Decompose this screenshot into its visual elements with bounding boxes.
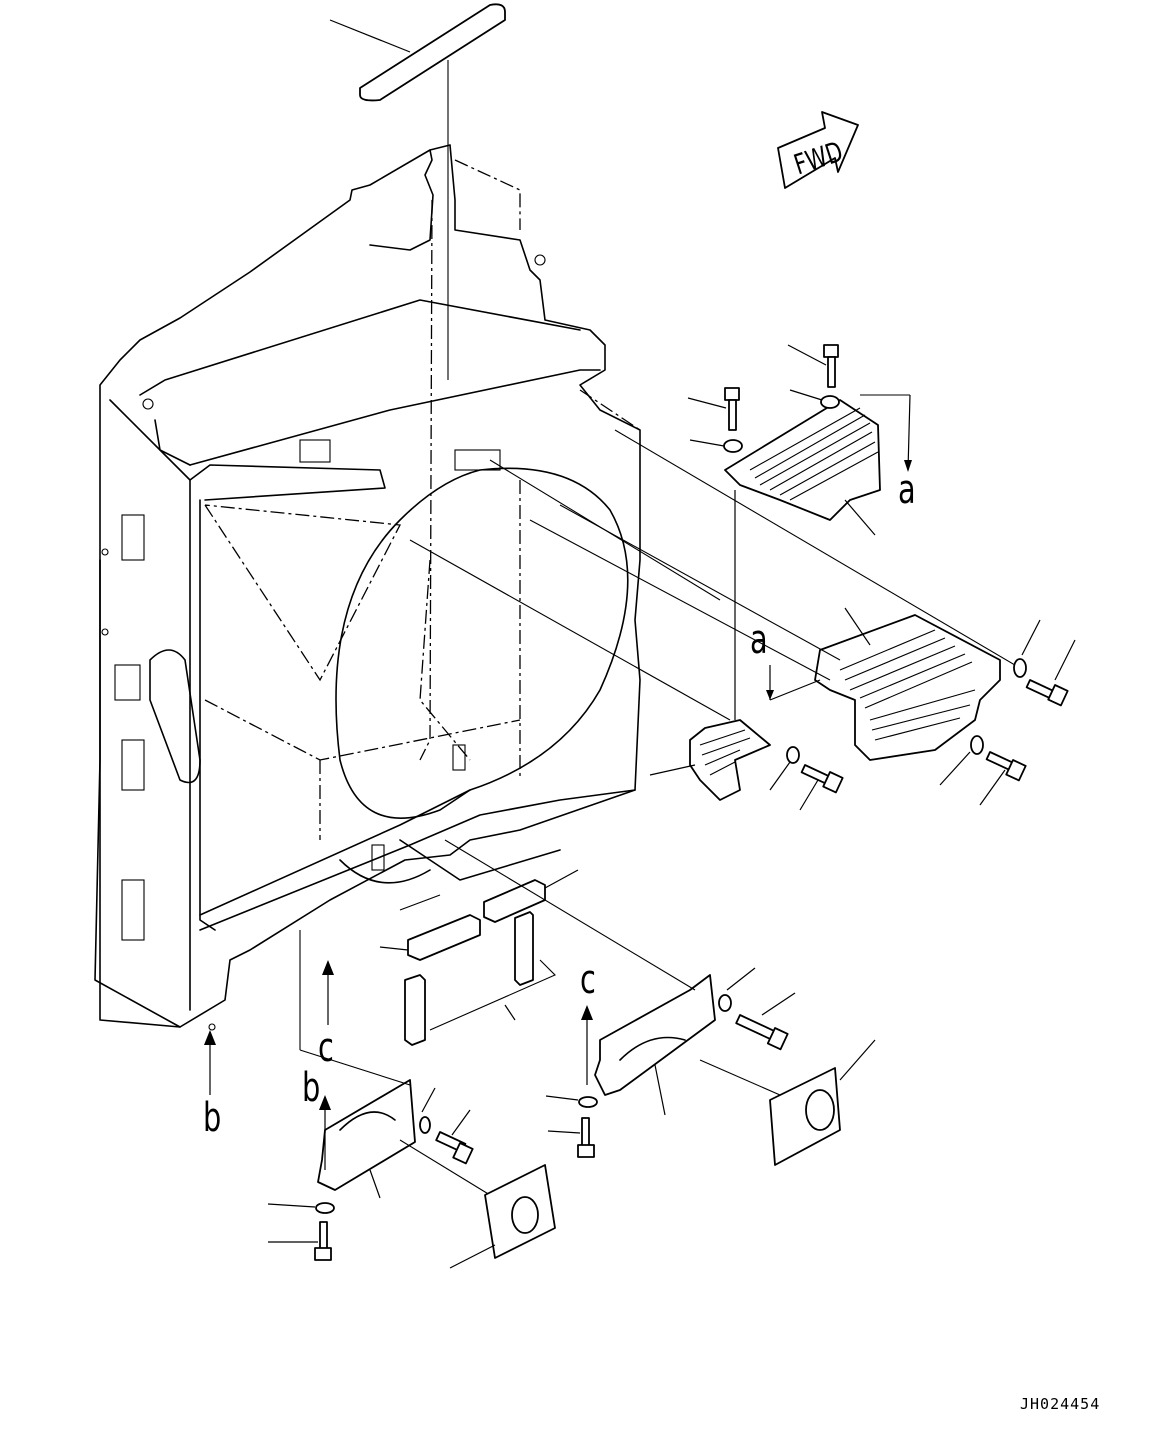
ref-label-c-left: c — [318, 1025, 334, 1071]
drawing-code: JH024454 — [1020, 1395, 1101, 1413]
ref-label-a-lower: a — [750, 617, 768, 663]
upper-cover-part — [724, 394, 912, 720]
right-bolt-vertical-icon — [545, 1095, 598, 1158]
ref-label-b-left: b — [203, 1095, 222, 1141]
foam-blocks-part — [379, 869, 579, 1046]
left-rubber-mount-part — [449, 1164, 556, 1269]
ref-label-b-lower: b — [302, 1065, 321, 1111]
right-lower-bracket-part — [444, 839, 796, 1116]
bolt-upper-2-icon — [687, 387, 743, 453]
ref-label-c-right: c — [580, 957, 596, 1003]
right-rubber-mount-part — [769, 1039, 876, 1166]
fwd-arrow-icon — [777, 111, 859, 189]
arrow-b-lower-icon — [319, 1095, 331, 1170]
middle-cover-part — [409, 429, 1021, 761]
arrow-c-left-icon — [322, 960, 334, 1025]
left-lower-bracket-part — [299, 930, 491, 1199]
arrow-c-right-icon — [581, 1005, 593, 1085]
small-clip-part — [649, 719, 844, 811]
bolt-upper-1-icon — [787, 344, 840, 409]
ref-label-a-upper: a — [898, 467, 916, 513]
arrow-b-left-icon — [204, 1030, 216, 1095]
radiator-frame — [94, 144, 641, 1031]
bolt-middle-right-icon — [939, 619, 1076, 806]
top-pad-part — [329, 3, 506, 380]
left-bolt-vertical-icon — [267, 1202, 335, 1261]
